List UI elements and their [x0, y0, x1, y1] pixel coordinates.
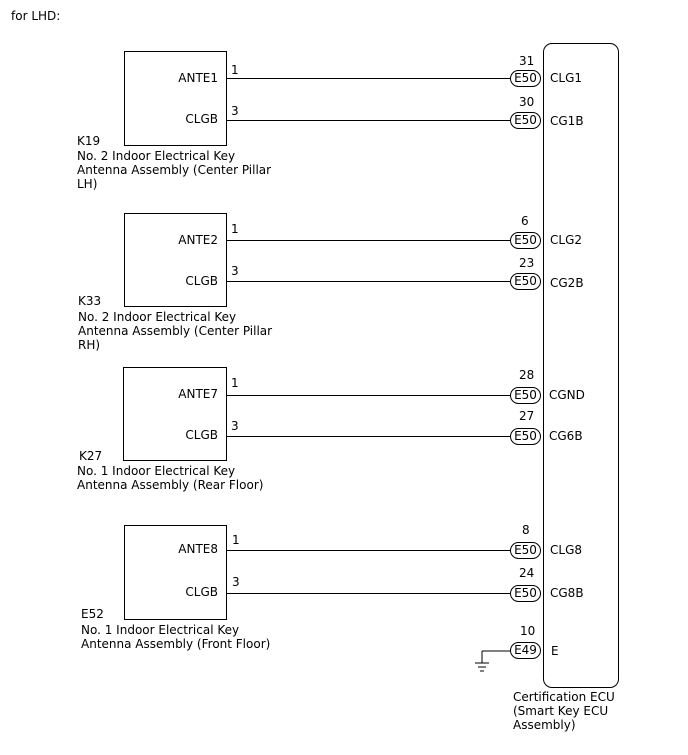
- component-e52-code: E52: [81, 607, 104, 621]
- component-k33-description: No. 2 Indoor Electrical Key Antenna Asse…: [78, 310, 273, 352]
- ecu-terminal-clg8: CLG8: [550, 543, 582, 557]
- k27-ecu-pin-27-number: 27: [519, 409, 535, 423]
- k27-pin-ante7-label: ANTE7: [178, 387, 218, 401]
- k27-pin-3-number: 3: [231, 419, 239, 433]
- k27-wire-ante7: [227, 395, 510, 396]
- ecu-terminal-cg1b: CG1B: [550, 114, 584, 128]
- ecu-terminal-cg2b: CG2B: [550, 276, 584, 290]
- k19-ecu-pin-30-number: 30: [519, 95, 535, 109]
- k33-pin-1-number: 1: [231, 222, 239, 236]
- ecu-label: Certification ECU (Smart Key ECU Assembl…: [513, 690, 615, 732]
- e52-wire-clgb: [227, 593, 510, 594]
- connector-e50-cg8b: E50: [510, 585, 541, 602]
- ecu-terminal-clg2: CLG2: [550, 233, 582, 247]
- connector-e49-ground: E49: [510, 642, 541, 659]
- k33-wire-ante2: [227, 240, 510, 241]
- k19-pin-clgb-label: CLGB: [185, 112, 218, 126]
- component-k27-code: K27: [79, 449, 103, 463]
- component-k19-code: K19: [77, 134, 101, 148]
- ecu-terminal-cg8b: CG8B: [550, 586, 584, 600]
- ecu-terminal-cg6b: CG6B: [549, 429, 583, 443]
- ground-ecu-pin-10-number: 10: [520, 624, 536, 638]
- component-k33-code: K33: [78, 294, 102, 308]
- e52-ecu-pin-24-number: 24: [519, 566, 535, 580]
- e52-pin-clgb-label: CLGB: [185, 585, 218, 599]
- component-k19-description: No. 2 Indoor Electrical Key Antenna Asse…: [77, 149, 272, 191]
- k19-wire-clgb: [227, 120, 510, 121]
- connector-e50-clg1: E50: [510, 70, 541, 87]
- k27-pin-clgb-label: CLGB: [185, 428, 218, 442]
- diagram-title: for LHD:: [11, 9, 61, 23]
- ecu-terminal-e: E: [551, 644, 559, 658]
- k19-wire-ante1: [227, 78, 510, 79]
- ecu-terminal-clg1: CLG1: [550, 71, 582, 85]
- ground-symbol-icon: [475, 650, 510, 672]
- k27-wire-clgb: [227, 436, 510, 437]
- connector-e50-cg6b: E50: [510, 428, 541, 445]
- k33-pin-3-number: 3: [231, 264, 239, 278]
- component-e52-box: [124, 525, 227, 620]
- e52-pin-3-number: 3: [232, 575, 240, 589]
- e52-ecu-pin-8-number: 8: [522, 523, 530, 537]
- e52-pin-ante8-label: ANTE8: [178, 542, 218, 556]
- k33-pin-ante2-label: ANTE2: [178, 233, 218, 247]
- k19-ecu-pin-31-number: 31: [519, 54, 535, 68]
- k27-pin-1-number: 1: [231, 376, 239, 390]
- certification-ecu-body: [543, 43, 619, 688]
- k19-pin-ante1-label: ANTE1: [178, 71, 218, 85]
- connector-e50-cg2b: E50: [510, 273, 541, 290]
- k19-pin-1-number: 1: [231, 63, 239, 77]
- connector-e50-clg8: E50: [510, 542, 541, 559]
- component-k27-description: No. 1 Indoor Electrical Key Antenna Asse…: [77, 464, 264, 492]
- k27-ecu-pin-28-number: 28: [519, 368, 535, 382]
- component-e52-description: No. 1 Indoor Electrical Key Antenna Asse…: [81, 623, 271, 651]
- k19-pin-3-number: 3: [231, 104, 239, 118]
- k33-ecu-pin-23-number: 23: [519, 256, 535, 270]
- connector-e50-cgnd: E50: [510, 387, 541, 404]
- connector-e50-cg1b: E50: [510, 112, 541, 129]
- component-k33-box: [124, 213, 227, 307]
- k33-pin-clgb-label: CLGB: [185, 274, 218, 288]
- k33-wire-clgb: [227, 281, 510, 282]
- component-k27-box: [123, 367, 227, 461]
- ecu-terminal-cgnd: CGND: [549, 388, 585, 402]
- k33-ecu-pin-6-number: 6: [521, 214, 529, 228]
- e52-wire-ante8: [227, 550, 510, 551]
- e52-pin-1-number: 1: [232, 533, 240, 547]
- connector-e50-clg2: E50: [510, 232, 541, 249]
- component-k19-box: [124, 51, 227, 146]
